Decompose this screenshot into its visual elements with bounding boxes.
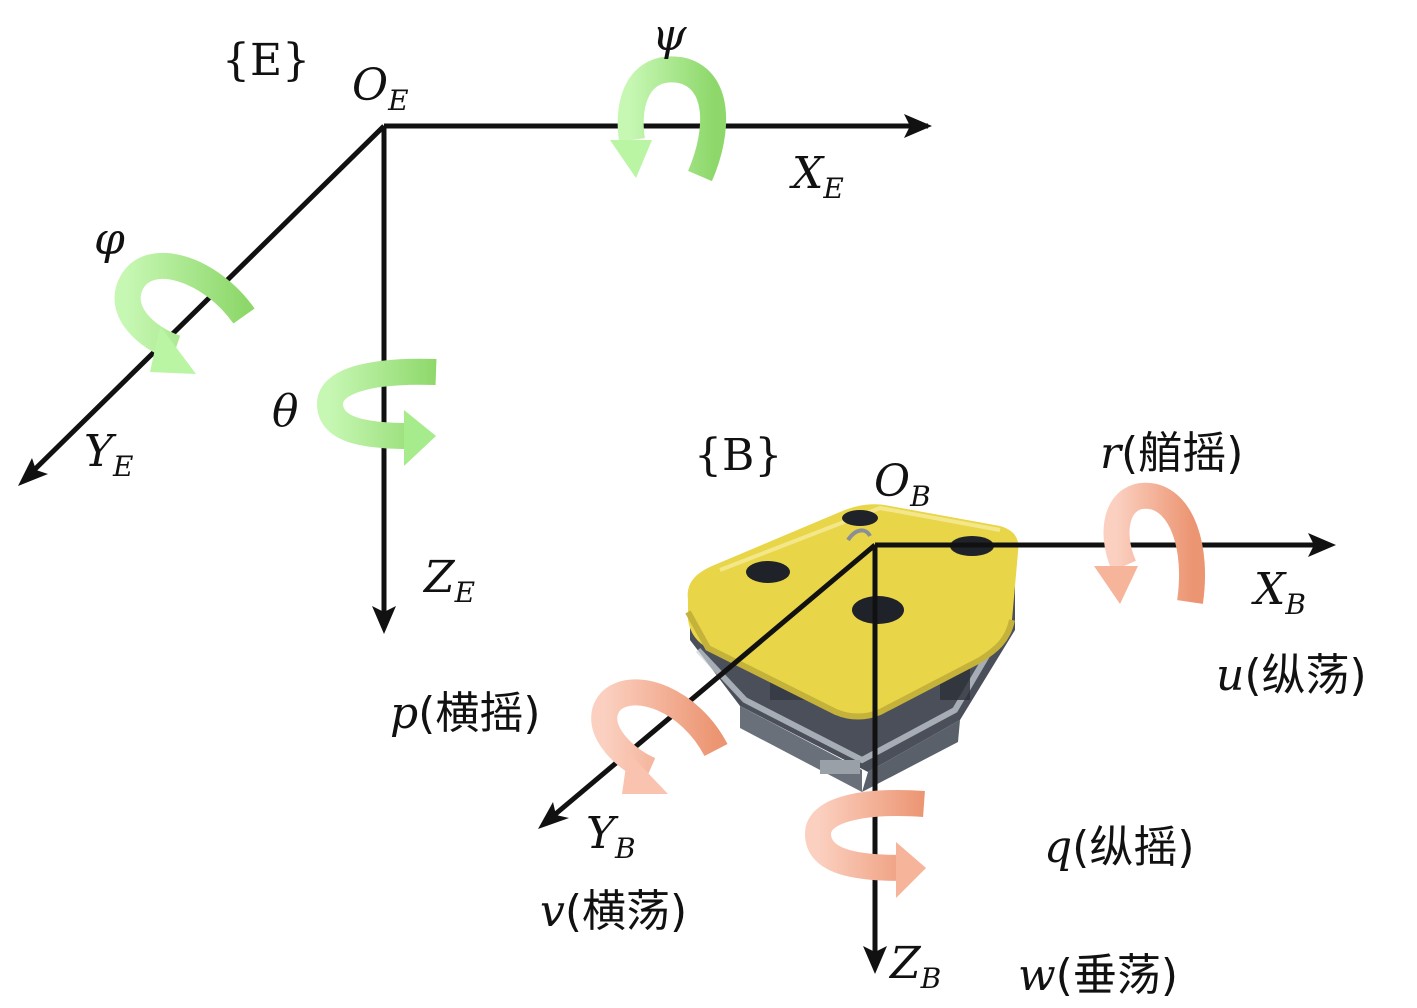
theta-label: θ — [272, 386, 299, 437]
heave-label: w(垂荡) — [1018, 950, 1178, 1001]
earth-frame-label: {E} — [222, 35, 310, 86]
psi-label: ψ — [652, 10, 687, 61]
sway-label: v(横荡) — [540, 886, 687, 937]
phi-rotation-arrow — [114, 253, 255, 374]
body-z-arrowhead — [863, 946, 887, 974]
pitch-rotation-arrow — [804, 790, 926, 898]
pitch-label: q(纵摇) — [1044, 822, 1195, 873]
yaw-rotation-arrow — [1094, 482, 1206, 604]
yaw-label: r(艏摇) — [1100, 428, 1243, 479]
phi-label: φ — [94, 214, 125, 265]
psi-rotation-arrow — [610, 56, 727, 182]
earth-z-label: ZE — [422, 552, 475, 609]
earth-frame: {E} OE XE YE ZE ψ φ θ — [18, 10, 932, 634]
earth-x-arrowhead — [904, 114, 932, 138]
body-origin-label: OB — [874, 456, 931, 513]
body-frame: {B} OB XB YB ZB r(艏摇) u(纵荡) p(横摇) v(横荡) … — [390, 428, 1367, 1001]
roll-rotation-arrow — [591, 679, 728, 794]
body-y-label: YB — [586, 808, 636, 865]
body-y-axis — [544, 543, 877, 824]
earth-y-arrowhead — [18, 458, 48, 486]
earth-x-label: XE — [789, 148, 844, 205]
earth-y-axis — [24, 124, 386, 480]
surge-label: u(纵荡) — [1216, 650, 1367, 701]
body-x-label: XB — [1251, 564, 1306, 621]
body-y-arrowhead — [538, 802, 569, 829]
body-z-label: ZB — [888, 938, 941, 995]
earth-origin-label: OE — [352, 60, 409, 117]
body-x-arrowhead — [1308, 533, 1336, 557]
earth-z-arrowhead — [372, 606, 396, 634]
roll-label: p(横摇) — [390, 688, 541, 739]
body-frame-label: {B} — [694, 430, 782, 481]
earth-y-label: YE — [84, 426, 134, 483]
underwater-vehicle-image — [685, 504, 1019, 792]
theta-rotation-arrow — [316, 358, 437, 466]
